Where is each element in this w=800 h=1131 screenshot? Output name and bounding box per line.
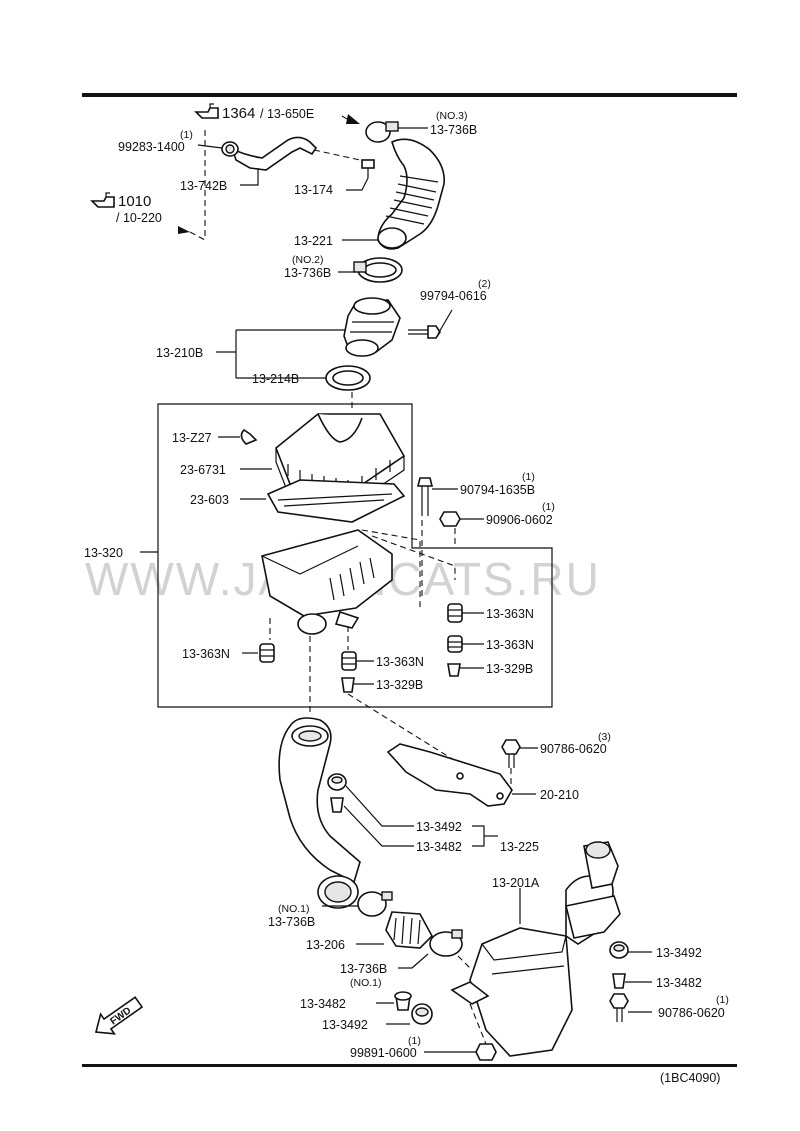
intake-duct[interactable] [278,717,361,909]
label-13-3492-a[interactable]: 13-3492 [416,820,462,834]
label-13-174[interactable]: 13-174 [294,183,333,197]
label-23-6731[interactable]: 23-6731 [180,463,226,477]
bolt-99794[interactable] [408,325,441,339]
diagram-code: (1BC4090) [660,1071,720,1085]
label-13-3482-b[interactable]: 13-3482 [656,976,702,990]
label-13-736B-no2[interactable]: 13-736B [284,266,331,280]
bracket-20-210[interactable] [386,743,513,807]
label-13-3492-c[interactable]: 13-3492 [322,1018,368,1032]
ref-1364-sub: / 13-650E [260,107,314,121]
hose-13-206[interactable] [385,911,433,949]
clamp-no3[interactable] [365,121,399,143]
label-13-Z27[interactable]: 13-Z27 [172,431,212,445]
bolt-90794[interactable] [416,477,434,516]
cleaner-case[interactable] [261,529,393,635]
air-cleaner-frame [157,403,553,708]
label-90906-qty[interactable]: (1) [542,501,555,513]
label-13-736B-no1b-note[interactable]: (NO.1) [350,977,382,989]
label-13-363N-b[interactable]: 13-363N [486,638,534,652]
label-90786-top[interactable]: 90786-0620 [540,742,607,756]
label-13-221[interactable]: 13-221 [294,234,333,248]
air-flow-meter[interactable] [343,297,401,357]
collar-13-3482-duct[interactable] [330,797,344,813]
ref-1010-sub: / 10-220 [116,211,162,225]
label-13-225[interactable]: 13-225 [500,840,539,854]
label-23-603[interactable]: 23-603 [190,493,229,507]
label-99794[interactable]: 99794-0616 [420,289,487,303]
label-13-206[interactable]: 13-206 [306,938,345,952]
label-20-210[interactable]: 20-210 [540,788,579,802]
bolt-90786-bottom[interactable] [609,993,629,1022]
nut-90906[interactable] [439,511,461,527]
label-13-736B-no1b[interactable]: 13-736B [340,962,387,976]
label-13-3492-b[interactable]: 13-3492 [656,946,702,960]
fwd-arrow-icon: FWD [94,996,144,1035]
grommet-13-3492-bottom[interactable] [411,1003,433,1025]
clamp-no2[interactable] [353,257,403,283]
collar-13-329B-right[interactable] [447,663,461,677]
label-90786-top-qty[interactable]: (3) [598,731,611,743]
ref-1010-main: 1010 [118,193,151,210]
label-13-742B[interactable]: 13-742B [180,179,227,193]
label-13-736B-no3-note[interactable]: (NO.3) [436,110,468,122]
nut-99891[interactable] [475,1043,497,1061]
grommet-13-363N-right-lower[interactable] [447,635,463,653]
filter-element[interactable] [266,479,406,523]
label-13-736B-no1a[interactable]: 13-736B [268,915,315,929]
ref-1364-main: 1364 [222,105,255,122]
pointing-hand-icon [90,192,115,208]
grommet-13-363N-right-upper[interactable] [447,603,463,623]
bolt-90786-top[interactable] [501,739,521,768]
label-99283-qty[interactable]: (1) [180,129,193,141]
air-hose-13-221[interactable] [377,138,446,250]
label-13-363N-c[interactable]: 13-363N [182,647,230,661]
label-13-201A[interactable]: 13-201A [492,876,540,890]
clip-13-174[interactable] [361,159,375,178]
label-13-736B-no3[interactable]: 13-736B [430,123,477,137]
label-13-320[interactable]: 13-320 [84,546,123,560]
label-13-363N-a[interactable]: 13-363N [486,607,534,621]
label-13-3482-c[interactable]: 13-3482 [300,997,346,1011]
breather-hose[interactable] [221,136,361,171]
grommet-13-3492-duct[interactable] [327,773,347,791]
resonator-13-201A[interactable] [450,841,621,1057]
label-99794-qty[interactable]: (2) [478,278,491,290]
collar-13-3482-right[interactable] [612,973,626,989]
reference-1010[interactable]: 1010 / 10-220 [90,192,162,225]
label-13-363N-d[interactable]: 13-363N [376,655,424,669]
label-13-3482-a[interactable]: 13-3482 [416,840,462,854]
label-90786-bot-qty[interactable]: (1) [716,994,729,1006]
collar-13-329B-center[interactable] [341,677,355,693]
top-rule [82,93,737,97]
clamp-no1-lower[interactable] [429,929,463,957]
label-13-329B-b[interactable]: 13-329B [376,678,423,692]
label-13-210B[interactable]: 13-210B [156,346,203,360]
label-13-214B[interactable]: 13-214B [252,372,299,386]
label-13-329B-a[interactable]: 13-329B [486,662,533,676]
label-99891[interactable]: 99891-0600 [350,1046,417,1060]
collar-13-3482-bottom[interactable] [394,991,412,1011]
label-90794[interactable]: 90794-1635B [460,483,535,497]
label-90786-bot[interactable]: 90786-0620 [658,1006,725,1020]
label-13-736B-no2-note[interactable]: (NO.2) [292,254,324,266]
grommet-13-3492-right[interactable] [609,941,629,959]
gasket-13-214B[interactable] [325,365,371,391]
label-99283[interactable]: 99283-1400 [118,140,185,154]
label-90794-qty[interactable]: (1) [522,471,535,483]
label-13-736B-no1a-note[interactable]: (NO.1) [278,903,310,915]
clip-13-Z27[interactable] [218,428,258,445]
grommet-13-363N-left[interactable] [259,643,275,663]
clamp-no1-upper[interactable] [357,891,393,917]
bottom-rule [82,1064,737,1067]
label-90906[interactable]: 90906-0602 [486,513,553,527]
grommet-13-363N-center[interactable] [341,651,357,671]
reference-1364[interactable]: 1364 / 13-650E [194,103,314,122]
pointing-hand-icon [194,103,219,119]
label-99891-qty[interactable]: (1) [408,1035,421,1047]
